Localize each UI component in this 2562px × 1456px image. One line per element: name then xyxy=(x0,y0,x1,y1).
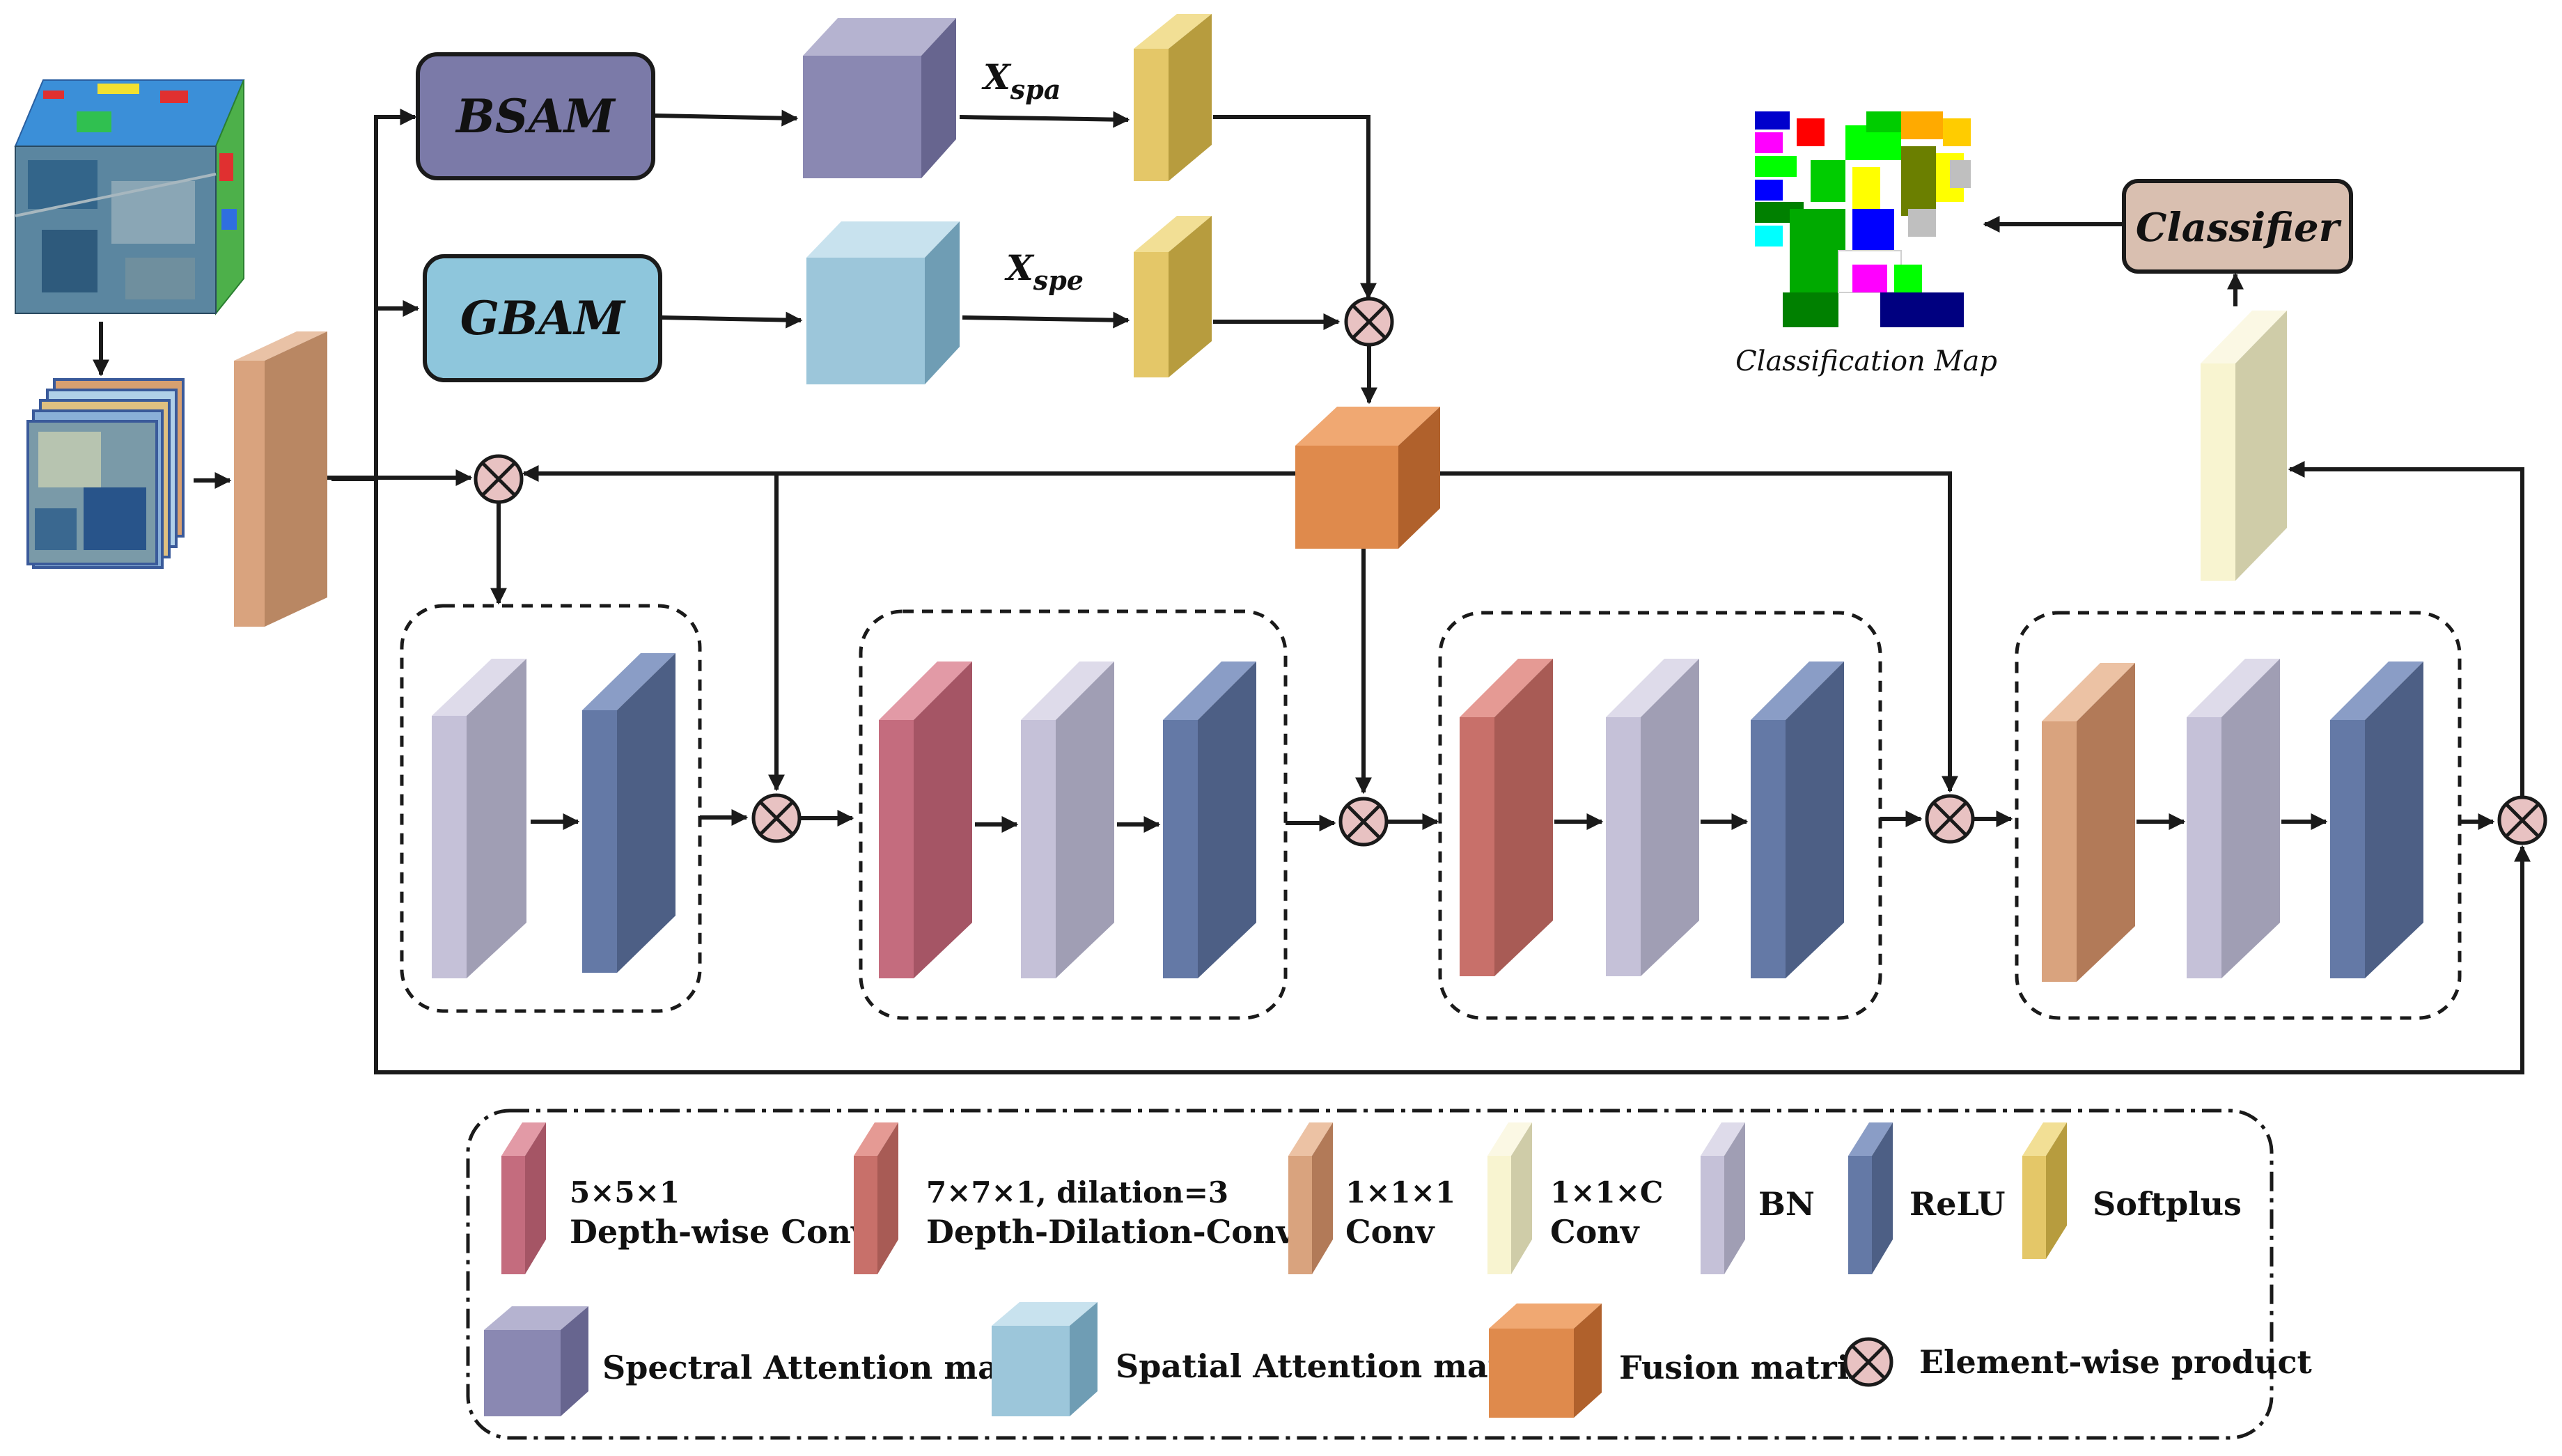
legend-dwconv-line2: Depth-wise Conv xyxy=(570,1213,870,1251)
arrow-bsam-to-spectral xyxy=(654,109,799,127)
block3-relu xyxy=(1751,662,1844,978)
legend-conv1-line1: 1×1×1 xyxy=(1345,1175,1455,1210)
legend-spatial-matrix xyxy=(992,1302,1098,1416)
legend-conv-1x1 xyxy=(1288,1122,1333,1274)
residual-connection-line xyxy=(374,479,2531,1074)
classification-map xyxy=(1755,111,1971,327)
legend-ddconv-line1: 7×7×1, dilation=3 xyxy=(926,1175,1228,1210)
spectral-attention-matrix xyxy=(803,18,956,178)
dashed-block-1 xyxy=(400,604,702,1013)
block4-bn xyxy=(2187,659,2280,978)
product-3 xyxy=(1338,797,1389,847)
softplus-block-top xyxy=(1134,14,1212,181)
product-4 xyxy=(1925,794,1975,844)
bsam-module: BSAM xyxy=(416,52,655,180)
arrow-product5-to-output-conv xyxy=(2288,461,2524,796)
fusion-matrix xyxy=(1295,407,1440,549)
classifier-module: Classifier xyxy=(2122,179,2353,274)
legend-product-symbol xyxy=(1843,1337,1893,1387)
dashed-block-2 xyxy=(859,609,1288,1020)
legend-ddconv-line2: Depth-Dilation-Conv xyxy=(926,1213,1295,1251)
legend-conv1-line2: Conv xyxy=(1345,1213,1435,1251)
block1-bn xyxy=(432,659,526,978)
legend-fusion-matrix xyxy=(1489,1304,1602,1418)
x-spa-label: Xspa xyxy=(981,56,1061,105)
block2-bn xyxy=(1021,662,1114,978)
legend-depthwise-conv xyxy=(501,1122,546,1274)
input-hsi-cube xyxy=(14,79,245,315)
legend-convc-line1: 1×1×C xyxy=(1550,1175,1663,1210)
legend-dwconv-line1: 5×5×1 xyxy=(570,1175,680,1210)
block3-bn xyxy=(1606,659,1699,976)
legend-conv-1x1c xyxy=(1487,1122,1532,1274)
arrow-to-bsam xyxy=(331,109,417,481)
dashed-block-4 xyxy=(2015,611,2462,1020)
block3-dilation-conv xyxy=(1460,659,1553,976)
legend-relu xyxy=(1848,1122,1893,1274)
legend-product-label: Element-wise product xyxy=(1919,1343,2312,1381)
block4-relu xyxy=(2330,662,2423,978)
classification-map-label: Classification Map xyxy=(1735,345,1997,377)
legend-relu-label: ReLU xyxy=(1909,1185,2005,1223)
output-conv-1x1c xyxy=(2201,311,2287,581)
block2-relu xyxy=(1163,662,1256,978)
block1-relu xyxy=(582,653,675,973)
arrow-softplus-top-to-product xyxy=(1213,115,1377,300)
legend-convc-line2: Conv xyxy=(1550,1213,1640,1251)
bsam-label: BSAM xyxy=(455,89,616,143)
arrow-spectral-to-softplus xyxy=(959,111,1130,128)
dashed-block-3 xyxy=(1438,611,1882,1020)
arrow-gbam-to-spatial xyxy=(661,311,803,329)
classifier-label: Classifier xyxy=(2136,205,2342,251)
legend-spectral-matrix xyxy=(484,1306,588,1416)
product-top xyxy=(1344,297,1394,347)
block4-conv xyxy=(2042,663,2135,982)
legend-dilation-conv xyxy=(854,1122,898,1274)
legend-spectral-label: Spectral Attention matrix xyxy=(602,1349,1062,1386)
arrow-spatial-to-softplus xyxy=(962,311,1130,329)
x-spe-label: Xspe xyxy=(1004,247,1084,296)
spatial-attention-matrix xyxy=(806,221,960,384)
product-1 xyxy=(474,454,524,504)
product-2 xyxy=(751,793,802,843)
legend-bn xyxy=(1701,1122,1745,1274)
softplus-block-bottom xyxy=(1134,216,1212,377)
input-conv-block xyxy=(234,331,327,627)
legend-softplus xyxy=(2022,1122,2067,1259)
block2-depthwise-conv xyxy=(879,662,972,978)
product-5 xyxy=(2497,795,2547,845)
legend-softplus-label: Softplus xyxy=(2093,1185,2242,1223)
legend-bn-label: BN xyxy=(1758,1185,1815,1223)
legend-spatial-label: Spatial Attention matrix xyxy=(1116,1347,1552,1385)
legend-fusion-label: Fusion matrix xyxy=(1619,1349,1868,1386)
legend-box xyxy=(466,1109,2274,1440)
gbam-module: GBAM xyxy=(423,254,662,382)
input-patches xyxy=(26,378,185,569)
arrow-fusion-to-product4 xyxy=(1440,471,1958,793)
gbam-label: GBAM xyxy=(460,291,626,345)
